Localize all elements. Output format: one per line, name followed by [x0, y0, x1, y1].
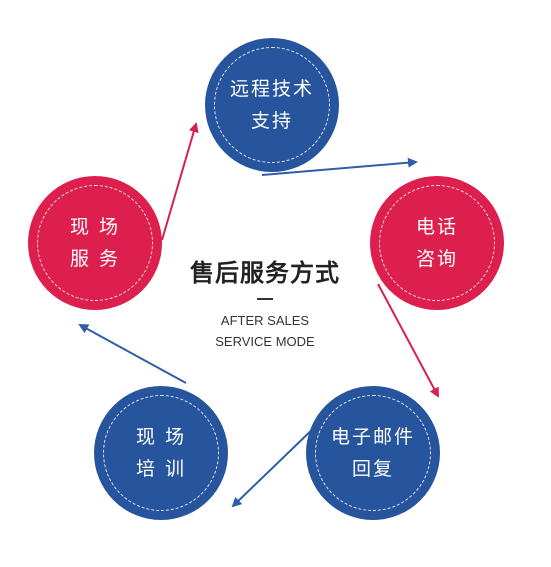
- arrow-phone-to-email: [377, 283, 439, 398]
- center-subtitle-line2: SERVICE MODE: [215, 334, 315, 349]
- arrow-email-to-training: [231, 423, 319, 508]
- node-onsite-training-label: 现 场 培 训: [135, 426, 187, 480]
- node-remote-support-label: 远程技术 支持: [229, 78, 314, 132]
- arrow-training-to-service: [78, 324, 187, 384]
- node-onsite-training: 现 场 培 训: [94, 386, 228, 520]
- center-subtitle-line1: AFTER SALES: [220, 313, 310, 328]
- node-onsite-service: 现 场 服 务: [28, 176, 162, 310]
- arrow-service-to-remote: [161, 122, 199, 241]
- node-email-reply-label: 电子邮件 回复: [330, 426, 415, 480]
- node-phone-consult: 电话 咨询: [370, 176, 504, 310]
- center-title: 售后服务方式: [190, 259, 340, 287]
- node-remote-support: 远程技术 支持: [205, 38, 339, 172]
- center-divider: [257, 298, 273, 300]
- node-phone-consult-label: 电话 咨询: [415, 216, 458, 270]
- node-email-reply: 电子邮件 回复: [306, 386, 440, 520]
- arrow-remote-to-phone: [261, 157, 418, 176]
- node-onsite-service-label: 现 场 服 务: [69, 216, 121, 270]
